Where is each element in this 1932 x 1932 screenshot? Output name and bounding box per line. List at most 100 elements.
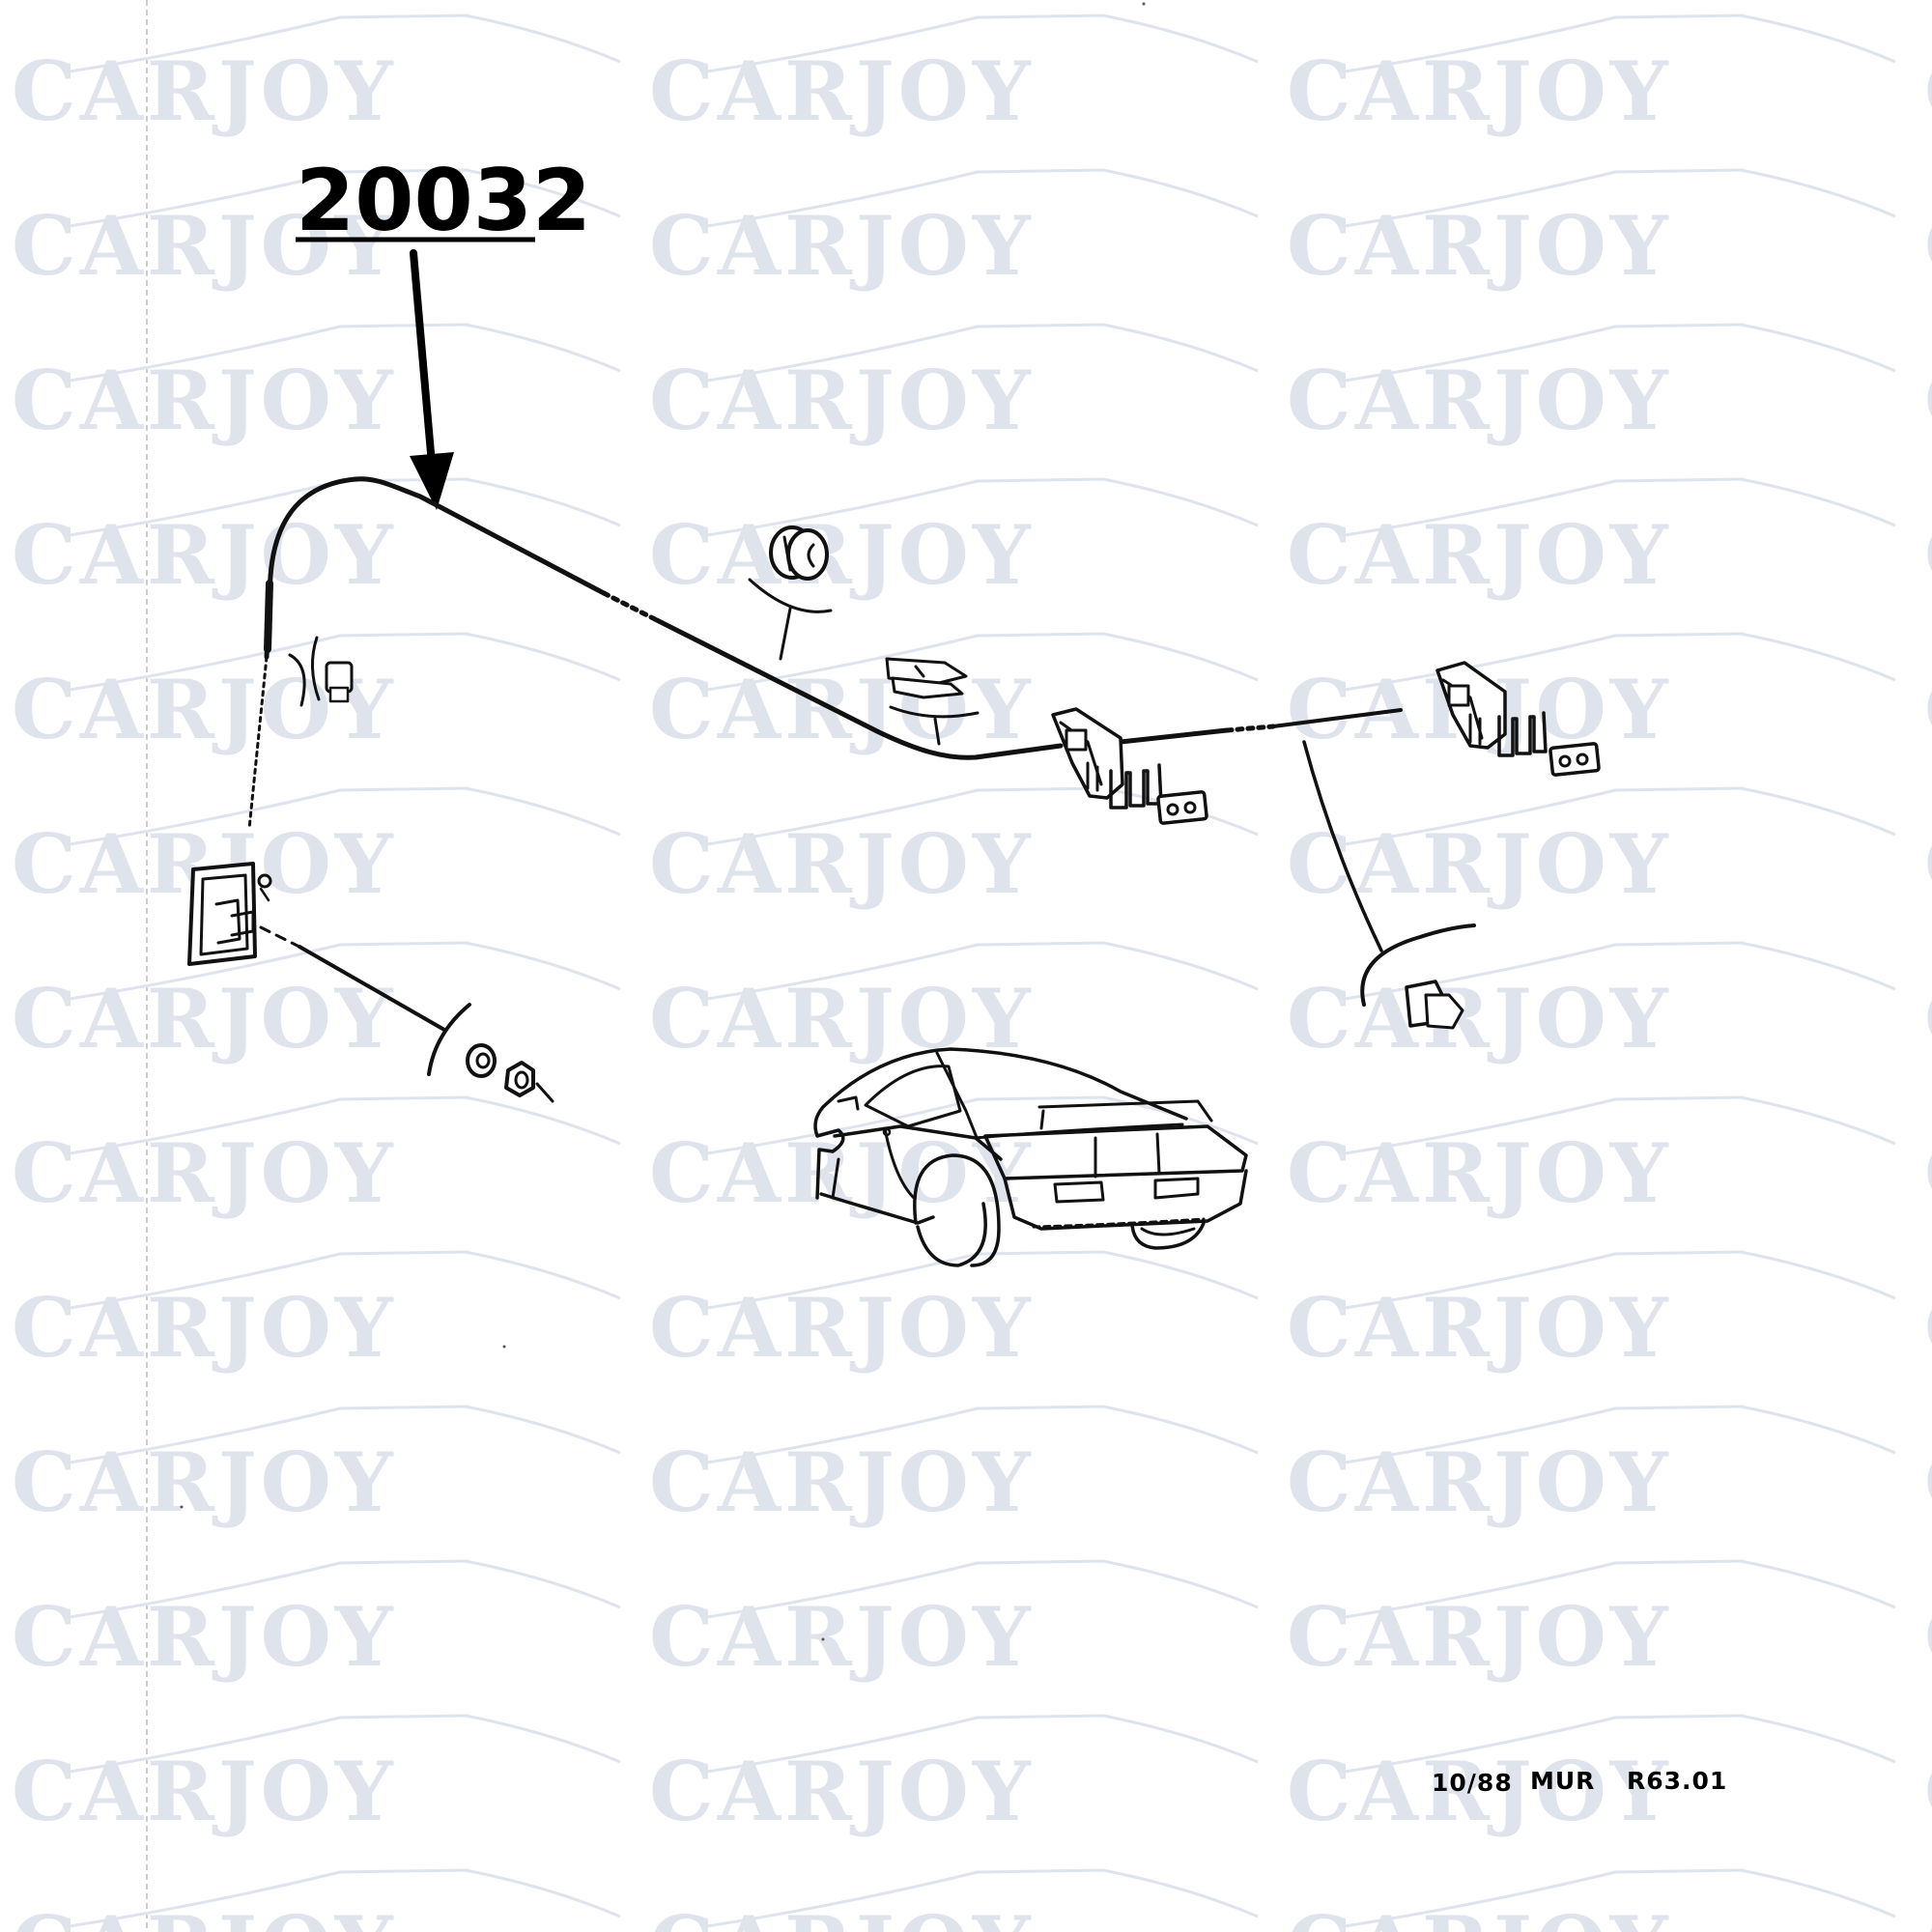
watermark-tile: CARJOY [1924, 1589, 1932, 1685]
watermark-tile: CARJOY [1924, 43, 1932, 139]
watermark-text: CARJOY [12, 1744, 397, 1839]
footer-reference: 10/88 MUR R63.01 [1432, 1767, 1727, 1797]
watermark-text: CARJOY [649, 43, 1035, 139]
watermark-tile: CARJOY [12, 941, 621, 1066]
watermark-tile: CARJOY [649, 1868, 1259, 1932]
release-cable [247, 476, 1403, 831]
watermark-text: CARJOY [12, 1589, 397, 1685]
watermark-text: CARJOY [1924, 198, 1932, 294]
watermark-text: CARJOY [12, 353, 397, 448]
watermark-tile: CARJOY [1924, 1898, 1932, 1932]
watermark-tile: CARJOY [12, 477, 621, 603]
watermark-pattern: CARJOY CARJOY CARJOY CARJOY CARJOY CARJOY CARJ… [12, 14, 1932, 1932]
watermark-tile: CARJOY [12, 14, 621, 139]
watermark-tile: CARJOY [649, 1405, 1259, 1530]
lower-clip-callout [1302, 740, 1476, 1030]
watermark-text: CARJOY [649, 1435, 1035, 1530]
watermark-tile: CARJOY [1924, 1125, 1932, 1221]
watermark-tile: CARJOY [12, 323, 621, 448]
watermark-text: CARJOY [1287, 43, 1672, 139]
watermark-tile: CARJOY [1924, 1435, 1932, 1530]
footer-reference-number: R63.01 [1627, 1767, 1727, 1795]
grommet [748, 526, 833, 661]
hinge-bracket-left [1051, 707, 1208, 825]
watermark-tile: CARJOY [1287, 477, 1896, 603]
watermark-tile: CARJOY [649, 1714, 1259, 1839]
hinge-bracket-right [1435, 661, 1601, 777]
watermark-tile: CARJOY [1924, 971, 1932, 1066]
watermark-text: CARJOY [1287, 1744, 1672, 1839]
watermark-tile: CARJOY [12, 168, 621, 294]
watermark-text: CARJOY [12, 1280, 397, 1376]
watermark-text: CARJOY [649, 816, 1035, 912]
watermark-tile: CARJOY [1924, 1280, 1932, 1376]
footer-code: MUR [1530, 1767, 1595, 1795]
watermark-text: CARJOY [1924, 1589, 1932, 1685]
watermark-tile: CARJOY [1924, 353, 1932, 448]
watermark-tile: CARJOY [649, 1095, 1259, 1221]
watermark-text: CARJOY [649, 1125, 1035, 1221]
watermark-tile: CARJOY [649, 14, 1259, 139]
footer-date: 10/88 [1432, 1769, 1513, 1797]
watermark-tile: CARJOY [12, 1868, 621, 1932]
watermark-tile: CARJOY [12, 1095, 621, 1221]
watermark-text: CARJOY [1287, 198, 1672, 294]
watermark-tile: CARJOY [649, 1250, 1259, 1376]
watermark-tile: CARJOY [1924, 662, 1932, 757]
washer-and-nut [427, 1003, 554, 1103]
watermark-tile: CARJOY [12, 786, 621, 912]
watermark-tile: CARJOY [1287, 168, 1896, 294]
watermark-text: CARJOY [649, 1744, 1035, 1839]
watermark-text: CARJOY [1287, 353, 1672, 448]
watermark-text: CARJOY [12, 971, 397, 1066]
watermark-text: CARJOY [12, 507, 397, 603]
watermark-text: CARJOY [649, 198, 1035, 294]
watermark-text: CARJOY [1287, 1589, 1672, 1685]
watermark-tile: CARJOY [12, 1405, 621, 1530]
watermark-tile: CARJOY [649, 1559, 1259, 1685]
watermark-text: CARJOY [1924, 1280, 1932, 1376]
watermark-text: CARJOY [1924, 507, 1932, 603]
watermark-tile: CARJOY [12, 632, 621, 757]
car-rear-view-illustration [813, 1047, 1248, 1267]
watermark-text: CARJOY [1924, 1125, 1932, 1221]
watermark-text: CARJOY [1924, 971, 1932, 1066]
watermark-text: CARJOY [649, 353, 1035, 448]
watermark-tile: CARJOY [1287, 14, 1896, 139]
watermark-text: CARJOY [1287, 1125, 1672, 1221]
watermark-text: CARJOY [1924, 662, 1932, 757]
watermark-text: CARJOY [1924, 353, 1932, 448]
watermark-tile: CARJOY [649, 168, 1259, 294]
watermark-tile: CARJOY [12, 1714, 621, 1839]
watermark-text: CARJOY [1924, 43, 1932, 139]
watermark-tile: CARJOY [1924, 198, 1932, 294]
watermark-tile: CARJOY [649, 786, 1259, 912]
watermark-tile: CARJOY [1287, 941, 1896, 1066]
watermark-text: CARJOY [12, 1898, 397, 1932]
watermark-text: CARJOY [1924, 816, 1932, 912]
release-handle [187, 862, 446, 1032]
watermark-text: CARJOY [649, 1898, 1035, 1932]
watermark-text: CARJOY [649, 662, 1035, 757]
watermark-text: CARJOY [12, 1125, 397, 1221]
watermark-text: CARJOY [1287, 971, 1672, 1066]
watermark-tile: CARJOY [1287, 1405, 1896, 1530]
watermark-tile: CARJOY [12, 1250, 621, 1376]
watermark-text: CARJOY [1924, 1744, 1932, 1839]
watermark-tile: CARJOY [1924, 1744, 1932, 1839]
watermark-text: CARJOY [1924, 1898, 1932, 1932]
watermark-text: CARJOY [1287, 1280, 1672, 1376]
watermark-tile: CARJOY [1287, 1250, 1896, 1376]
watermark-tile: CARJOY [1287, 632, 1896, 757]
watermark-tile: CARJOY [1924, 816, 1932, 912]
scan-specks [180, 2, 1146, 1641]
watermark-tile: CARJOY [1287, 1868, 1896, 1932]
cable-stop [288, 636, 354, 707]
watermark-text: CARJOY [649, 1280, 1035, 1376]
watermark-text: CARJOY [12, 1435, 397, 1530]
watermark-text: CARJOY [1287, 1898, 1672, 1932]
retaining-clip [885, 657, 980, 746]
watermark-text: CARJOY [649, 507, 1035, 603]
watermark-text: CARJOY [1924, 1435, 1932, 1530]
